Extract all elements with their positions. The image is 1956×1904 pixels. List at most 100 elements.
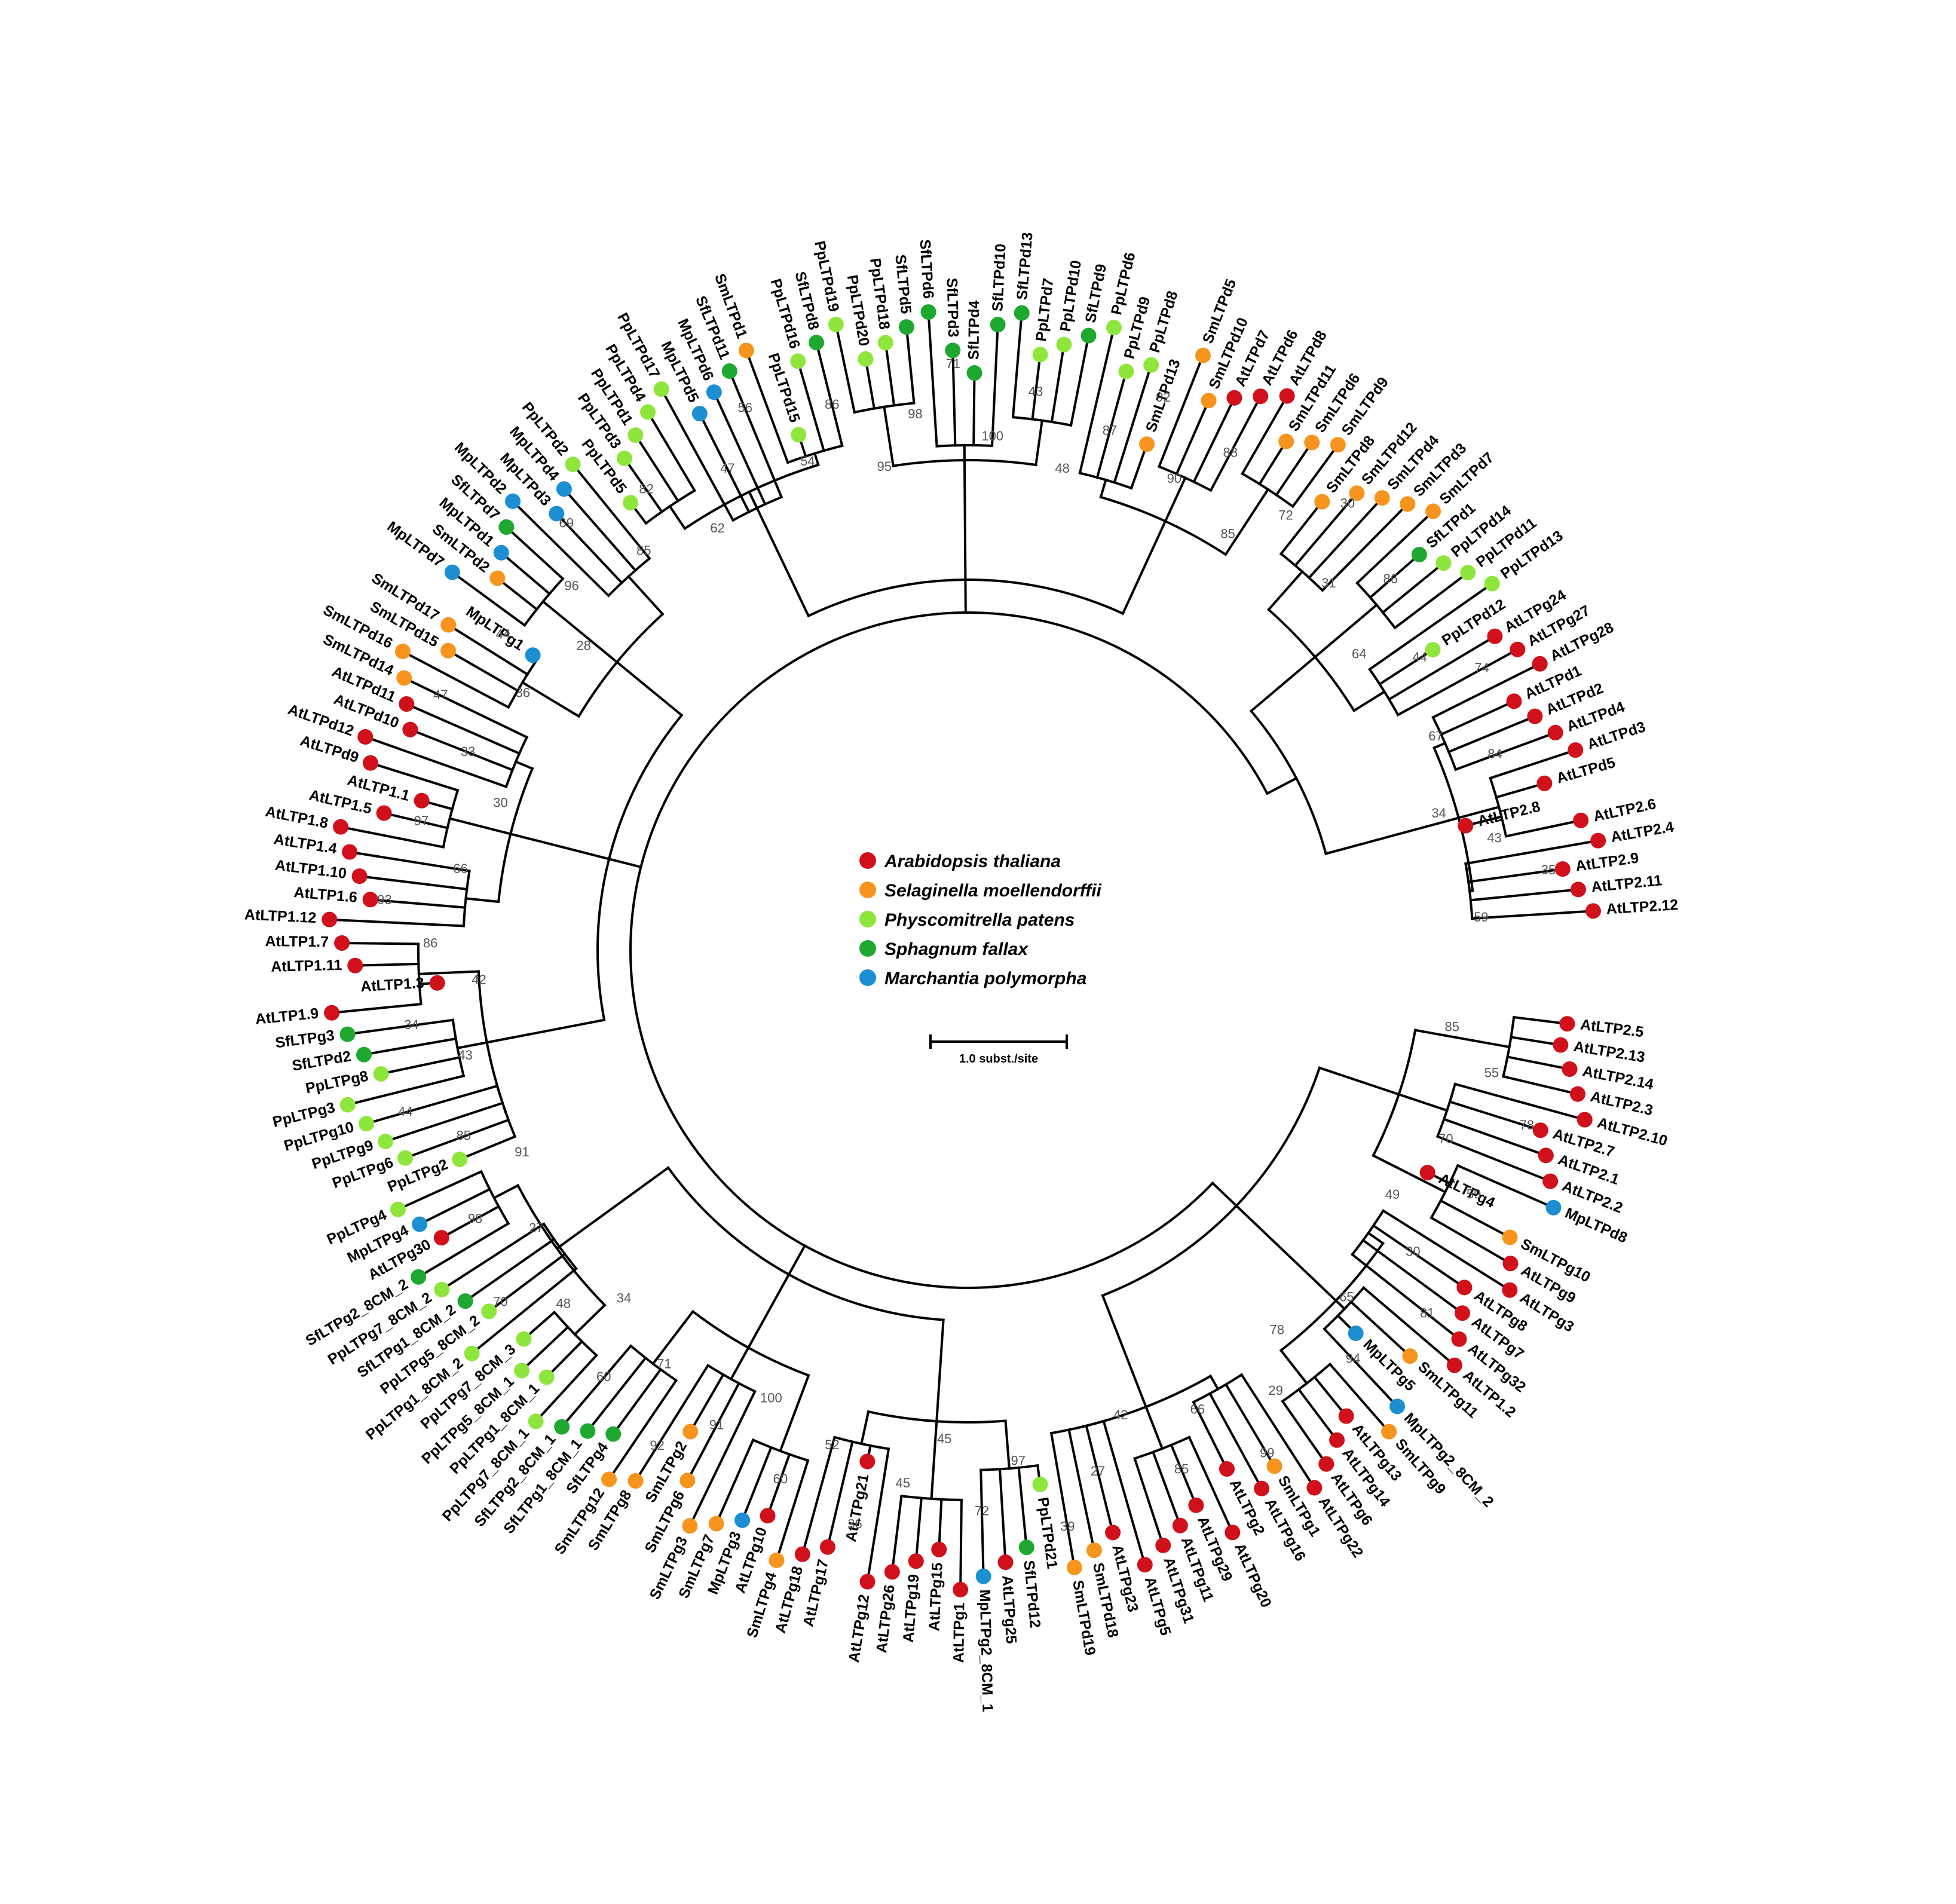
tip-branch — [1187, 1435, 1234, 1534]
tip-marker — [1032, 1476, 1048, 1492]
tip-marker — [1195, 347, 1211, 363]
support-value: 81 — [1420, 1305, 1434, 1320]
support-value: 60 — [773, 1471, 788, 1486]
tip-marker — [1226, 390, 1242, 406]
tip-marker — [1532, 656, 1548, 672]
internal-branch — [1432, 741, 1447, 750]
backbone-branch — [1211, 1181, 1238, 1208]
tip-label: AtLTP2.9 — [1574, 850, 1639, 875]
support-value: 85 — [1220, 526, 1235, 541]
tip-branch — [688, 1389, 757, 1528]
support-value: 85 — [636, 543, 651, 558]
tip-branch — [611, 1367, 663, 1436]
tip-marker — [351, 868, 368, 884]
support-value: 78 — [1520, 1118, 1534, 1132]
tip-marker — [1349, 485, 1365, 501]
legend-label-pp: Physcomitrella patens — [884, 910, 1075, 930]
tip-marker — [339, 1097, 356, 1113]
tip-marker — [1545, 1199, 1562, 1216]
internal-branch — [1352, 690, 1386, 712]
tip-branch — [560, 1344, 633, 1429]
support-value: 45 — [896, 1476, 910, 1490]
tip-marker — [997, 1554, 1014, 1571]
tip-marker — [1527, 708, 1543, 724]
tip-marker — [1306, 1480, 1323, 1496]
tip-branch — [1328, 1362, 1391, 1434]
tip-branch — [534, 1354, 598, 1424]
internal-branch — [1318, 1066, 1401, 1096]
support-value: 47 — [433, 687, 448, 702]
tip-marker — [1018, 1539, 1034, 1556]
tip-marker — [489, 570, 506, 586]
tip-branch — [1453, 1082, 1587, 1122]
tip-label: PpLTPd18 — [867, 257, 893, 330]
internal-branch — [935, 1318, 945, 1423]
support-value: 31 — [1321, 576, 1336, 590]
tip-branch — [1151, 1450, 1182, 1528]
tip-branch — [402, 676, 529, 739]
support-value: 85 — [1444, 1019, 1459, 1034]
tip-branch — [1350, 1253, 1461, 1341]
tip-marker — [1536, 775, 1553, 791]
tip-marker — [399, 696, 415, 712]
tip-marker — [1139, 436, 1155, 452]
internal-branch — [860, 1410, 870, 1446]
tip-branch — [633, 1364, 710, 1483]
tip-label: SmLTPd19 — [1069, 1579, 1098, 1657]
tip-branch — [688, 1373, 725, 1434]
tip-marker — [1562, 1061, 1578, 1077]
tip-label: AtLTP2.11 — [1590, 872, 1663, 896]
tip-branch — [1067, 1428, 1096, 1552]
tip-marker — [1547, 724, 1563, 740]
tip-branch — [1369, 553, 1421, 599]
tip-marker — [1573, 812, 1589, 828]
tip-marker — [528, 1413, 544, 1429]
tip-branch — [959, 1498, 963, 1591]
tip-marker — [1577, 1112, 1593, 1128]
tip-branch — [358, 874, 469, 891]
tip-label: SfLTPg3 — [274, 1027, 335, 1051]
tip-branch — [470, 1267, 578, 1355]
support-value: 71 — [657, 1356, 671, 1371]
tip-branch — [330, 1002, 423, 1014]
tip-branch — [1307, 496, 1384, 580]
internal-branch — [555, 1166, 670, 1250]
tip-branch — [1170, 1443, 1198, 1507]
internal-branch — [746, 1272, 791, 1349]
tip-marker — [334, 935, 350, 951]
tip-branch — [1393, 571, 1470, 630]
support-value: 43 — [1487, 830, 1501, 845]
tip-branch — [1467, 867, 1565, 883]
tip-branch — [623, 457, 664, 514]
backbone-branch — [1265, 776, 1298, 795]
tip-branch — [927, 310, 938, 448]
internal-branch — [930, 1420, 938, 1501]
support-value: 54 — [800, 454, 815, 469]
tip-branch — [890, 1494, 903, 1574]
internal-branch — [1164, 476, 1187, 523]
support-value: 36 — [516, 685, 530, 700]
tip-marker — [791, 427, 807, 443]
tip-label: AtLTP2.4 — [1609, 818, 1675, 846]
tip-branch — [740, 1446, 773, 1522]
tip-marker — [682, 1518, 698, 1534]
tip-marker — [1304, 434, 1320, 451]
tip-marker — [1201, 393, 1217, 409]
tip-marker — [679, 1473, 696, 1489]
tip-branch — [1297, 1388, 1339, 1442]
tip-marker — [1590, 832, 1606, 849]
tip-label: AtLTPg15 — [926, 1562, 946, 1631]
tip-marker — [538, 1369, 555, 1385]
tip-branch — [1133, 1456, 1165, 1547]
support-value: 64 — [1352, 647, 1366, 662]
tip-branch — [362, 1037, 458, 1057]
tip-marker — [858, 351, 874, 367]
tip-label: AtLTP1.6 — [293, 884, 357, 906]
tip-branch — [401, 650, 510, 709]
internal-branch — [1457, 805, 1501, 820]
tip-branch — [555, 512, 624, 584]
tip-branch — [440, 1222, 546, 1291]
tip-marker — [769, 1552, 785, 1568]
tip-marker — [1374, 490, 1390, 506]
support-value: 35 — [1541, 862, 1556, 877]
